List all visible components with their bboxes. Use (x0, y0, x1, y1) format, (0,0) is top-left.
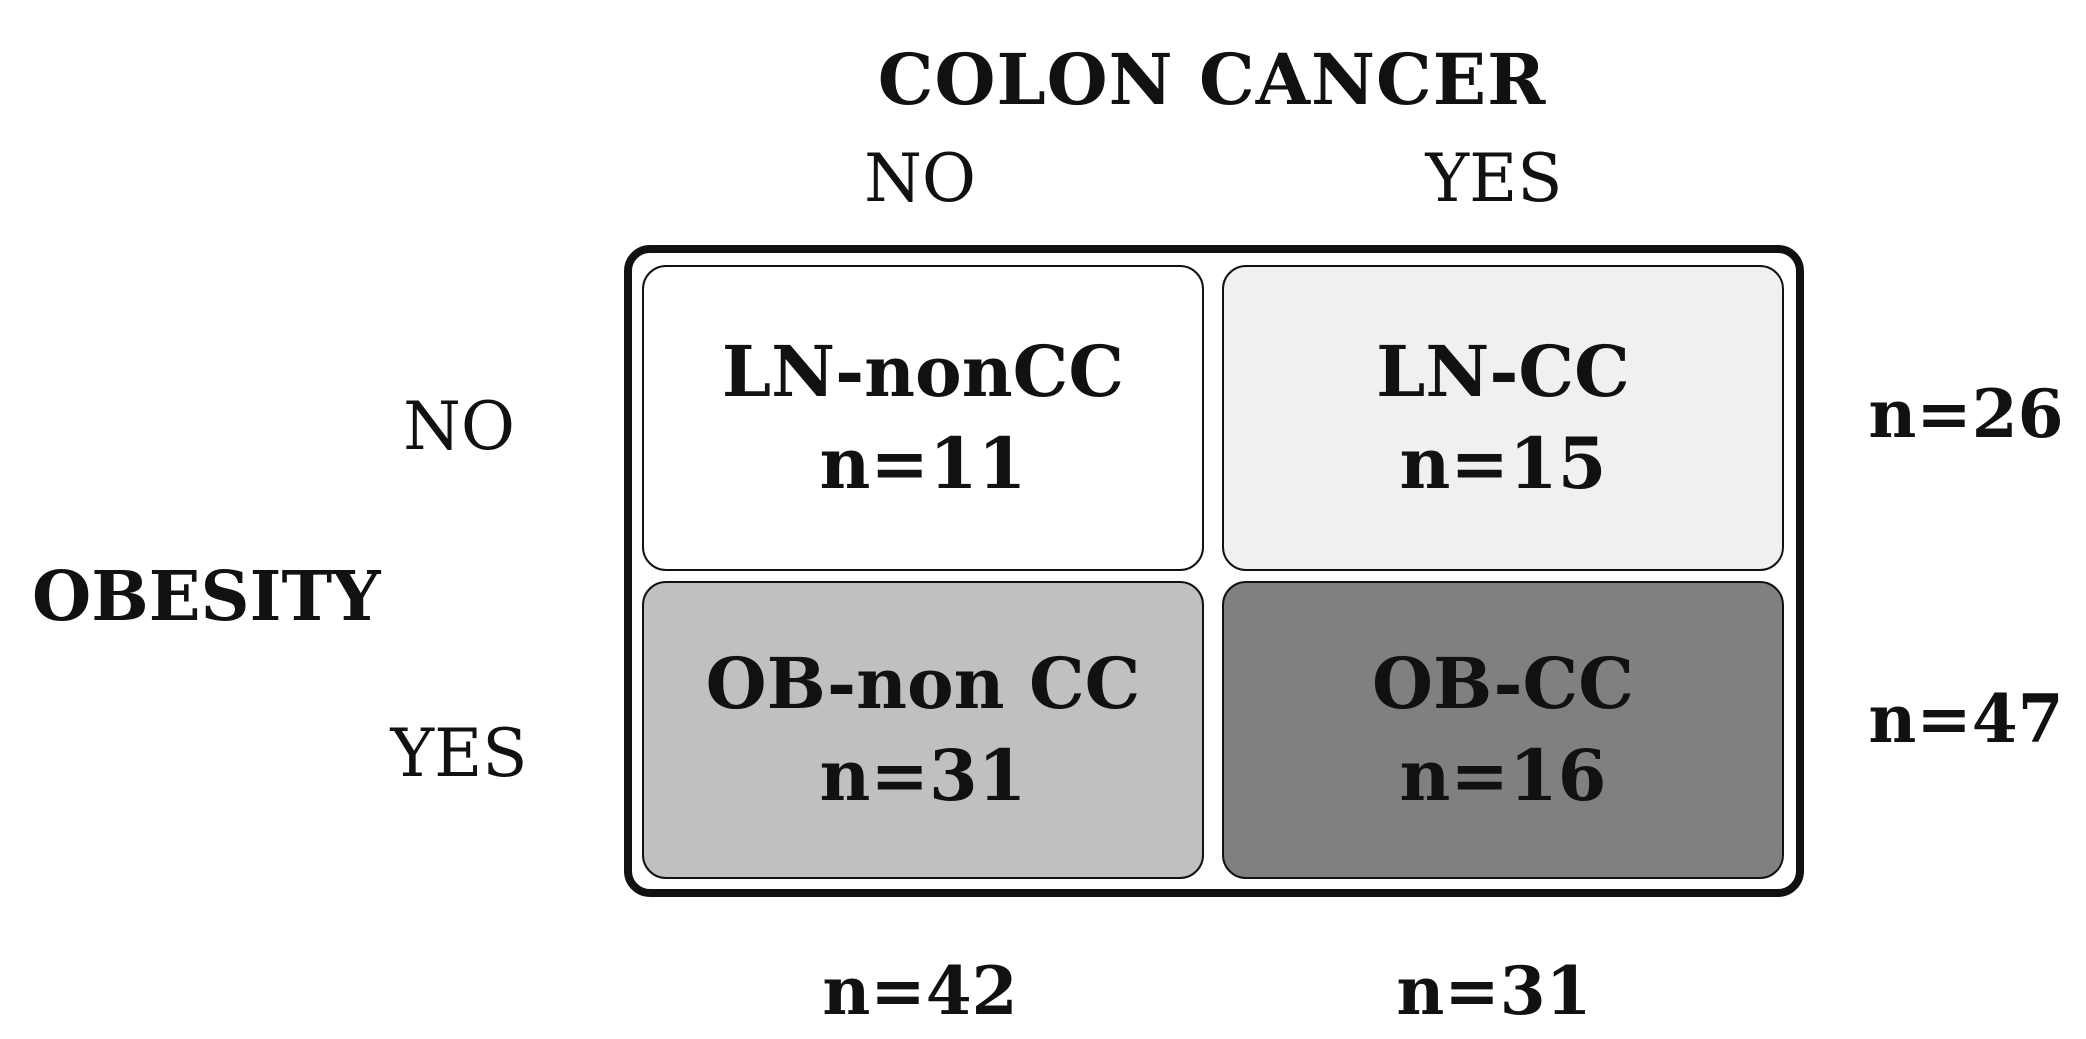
contingency-table-frame: LN-nonCC n=11 LN-CC n=15 OB-non CC n=31 … (624, 245, 1804, 897)
column-total-yes: n=31 (1396, 952, 1592, 1030)
column-header-yes: YES (1425, 140, 1563, 217)
row-total-yes: n=47 (1868, 680, 2064, 758)
cell-count: n=31 (819, 734, 1027, 817)
row-header-yes: YES (390, 715, 528, 792)
row-total-no: n=26 (1868, 375, 2064, 453)
row-header-no: NO (403, 388, 515, 465)
cell-label: LN-CC (1376, 330, 1630, 413)
cell-count: n=16 (1399, 734, 1607, 817)
cell-ln-cc: LN-CC n=15 (1222, 265, 1784, 571)
column-header-no: NO (864, 140, 976, 217)
cell-label: OB-CC (1372, 642, 1634, 725)
cell-label: OB-non CC (705, 642, 1141, 725)
cell-ob-cc: OB-CC n=16 (1222, 581, 1784, 879)
diagram-title: COLON CANCER (877, 38, 1547, 121)
cell-ob-noncc: OB-non CC n=31 (642, 581, 1204, 879)
column-total-no: n=42 (822, 952, 1018, 1030)
cell-count: n=15 (1399, 422, 1607, 505)
cell-label: LN-nonCC (721, 330, 1125, 413)
row-axis-label: OBESITY (32, 557, 381, 637)
cell-ln-noncc: LN-nonCC n=11 (642, 265, 1204, 571)
cell-count: n=11 (819, 422, 1027, 505)
